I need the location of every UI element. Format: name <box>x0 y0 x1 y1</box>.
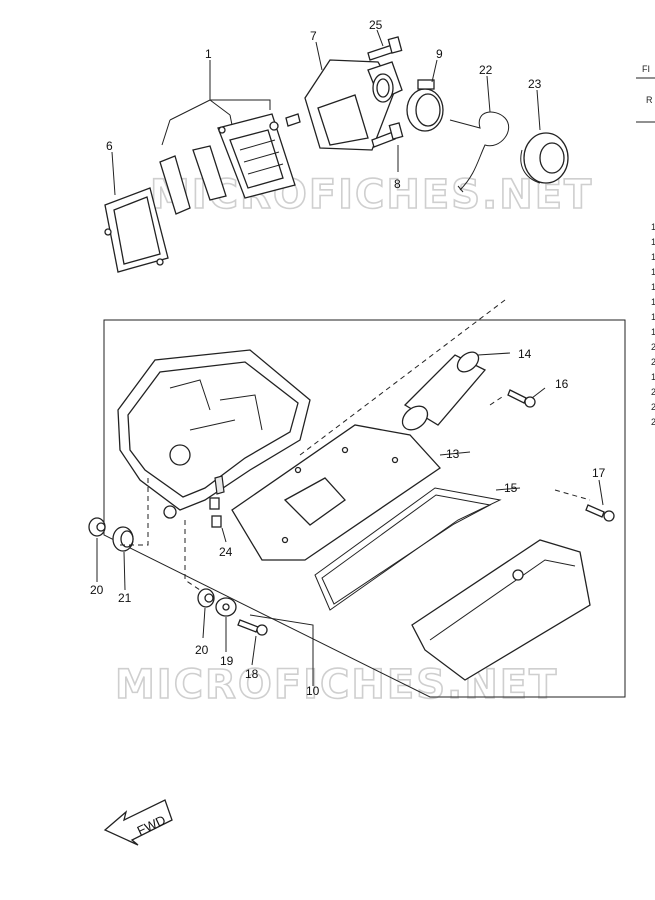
callout-18: 18 <box>245 667 259 681</box>
gasket-part-6 <box>104 187 169 273</box>
bolt-part-18 <box>237 619 268 636</box>
callout-21: 21 <box>118 591 132 605</box>
right-col-item: 1 <box>651 282 655 292</box>
oil-seal-part-23 <box>520 132 569 184</box>
spring-part-22 <box>449 111 510 193</box>
clip-part-24 <box>209 497 222 528</box>
screw-part-16 <box>507 389 536 408</box>
right-col-item: 2 <box>651 357 655 367</box>
right-col-item: 1 <box>651 372 655 382</box>
callout-8: 8 <box>394 177 401 191</box>
forward-direction-arrow: FWD <box>103 799 173 846</box>
callout-17: 17 <box>592 466 606 480</box>
bolt-part-25 <box>367 36 403 61</box>
grommet-part-20a <box>88 517 106 537</box>
callout-20b: 20 <box>195 643 209 657</box>
air-element-part-13 <box>231 424 441 561</box>
reed-valve-block <box>217 113 296 199</box>
right-header-1: FI <box>642 64 650 74</box>
right-col-item: 1 <box>651 237 655 247</box>
right-col-item: 2 <box>651 387 655 397</box>
right-col-item: 1 <box>651 267 655 277</box>
intake-manifold-part-7 <box>304 59 403 151</box>
screw-part-17 <box>585 504 615 522</box>
bolt-part-8 <box>371 122 404 148</box>
right-header-2: R <box>646 95 653 105</box>
hose-clamp-part-9 <box>406 79 444 132</box>
grommet-part-20b <box>197 588 215 608</box>
airbox-cover <box>411 539 591 681</box>
callout-1: 1 <box>205 47 212 61</box>
callout-25: 25 <box>369 18 383 32</box>
washer-part-19 <box>215 597 237 617</box>
callout-24: 24 <box>219 545 233 559</box>
assembly-frame <box>103 319 626 698</box>
right-col-item: 1 <box>651 312 655 322</box>
callout-7: 7 <box>310 29 317 43</box>
callout-15: 15 <box>504 481 518 495</box>
callout-23: 23 <box>528 77 542 91</box>
airbox-case <box>117 349 311 519</box>
right-col-item: 2 <box>651 342 655 352</box>
right-col-item: 1 <box>651 222 655 232</box>
right-col-item: 2 <box>651 402 655 412</box>
damper-part-21 <box>112 526 134 552</box>
reed-petals <box>159 145 227 215</box>
callout-6: 6 <box>106 139 113 153</box>
seal-ring-part-15 <box>314 487 502 611</box>
bolt-part-1 <box>269 113 301 131</box>
callout-19: 19 <box>220 654 234 668</box>
right-col-item: 1 <box>651 252 655 262</box>
callout-22: 22 <box>479 63 493 77</box>
intake-tube-part-14 <box>401 351 487 431</box>
right-col-item: 1 <box>651 327 655 337</box>
callout-10: 10 <box>306 684 320 698</box>
right-col-item: 2 <box>651 417 655 427</box>
right-col-item: 1 <box>651 297 655 307</box>
callout-20a: 20 <box>90 583 104 597</box>
callout-13: 13 <box>446 447 460 461</box>
watermark-bottom: MICROFICHES.NET <box>115 662 558 708</box>
callout-16: 16 <box>555 377 569 391</box>
callout-14: 14 <box>518 347 532 361</box>
callout-9: 9 <box>436 47 443 61</box>
